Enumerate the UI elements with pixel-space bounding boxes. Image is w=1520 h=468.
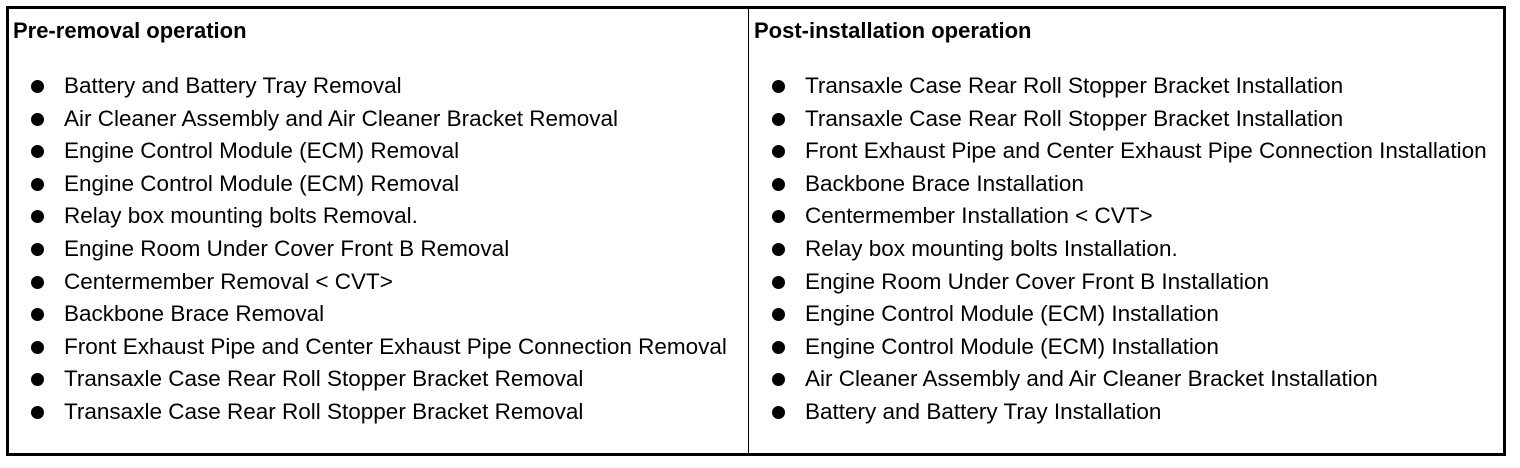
list-item: Engine Control Module (ECM) Installation — [768, 299, 1508, 329]
list-item-text: Relay box mounting bolts Removal. — [64, 203, 418, 229]
list-item: Battery and Battery Tray Installation — [768, 397, 1508, 427]
list-item-text: Front Exhaust Pipe and Center Exhaust Pi… — [805, 138, 1487, 164]
bullet-icon — [772, 242, 785, 256]
bullet-icon — [772, 177, 785, 191]
bullet-icon — [772, 308, 785, 322]
bullet-icon — [772, 112, 785, 126]
list-item: Engine Control Module (ECM) Removal — [27, 169, 737, 199]
list-item-text: Relay box mounting bolts Installation. — [805, 235, 1178, 261]
operations-table: Pre-removal operation Battery and Batter… — [6, 6, 1506, 456]
bullet-icon — [31, 340, 44, 354]
list-item: Air Cleaner Assembly and Air Cleaner Bra… — [27, 104, 737, 134]
list-item: Backbone Brace Removal — [27, 299, 737, 329]
bullet-icon — [772, 210, 785, 224]
pre-removal-list: Battery and Battery Tray Removal Air Cle… — [27, 71, 737, 430]
list-item: Engine Room Under Cover Front B Removal — [27, 234, 737, 264]
list-item: Backbone Brace Installation — [768, 169, 1508, 199]
bullet-icon — [772, 373, 785, 387]
bullet-icon — [772, 275, 785, 289]
list-item-text: Transaxle Case Rear Roll Stopper Bracket… — [64, 398, 584, 424]
post-installation-list: Transaxle Case Rear Roll Stopper Bracket… — [768, 71, 1508, 430]
list-item-text: Engine Control Module (ECM) Installation — [805, 333, 1219, 359]
list-item: Relay box mounting bolts Installation. — [768, 234, 1508, 264]
list-item-text: Battery and Battery Tray Installation — [805, 398, 1162, 424]
list-item: Air Cleaner Assembly and Air Cleaner Bra… — [768, 364, 1508, 394]
list-item: Front Exhaust Pipe and Center Exhaust Pi… — [27, 332, 737, 362]
list-item: Relay box mounting bolts Removal. — [27, 201, 737, 231]
list-item: Engine Control Module (ECM) Installation — [768, 332, 1508, 362]
list-item-text: Air Cleaner Assembly and Air Cleaner Bra… — [805, 366, 1378, 392]
bullet-icon — [772, 405, 785, 419]
list-item: Front Exhaust Pipe and Center Exhaust Pi… — [768, 136, 1508, 166]
list-item: Engine Control Module (ECM) Removal — [27, 136, 737, 166]
list-item-text: Engine Room Under Cover Front B Removal — [64, 235, 510, 261]
list-item-text: Centermember Removal < CVT> — [64, 268, 393, 294]
list-item: Battery and Battery Tray Removal — [27, 71, 737, 101]
list-item: Transaxle Case Rear Roll Stopper Bracket… — [768, 71, 1508, 101]
list-item-text: Air Cleaner Assembly and Air Cleaner Bra… — [64, 105, 618, 131]
bullet-icon — [31, 405, 44, 419]
bullet-icon — [772, 80, 785, 93]
list-item-text: Engine Control Module (ECM) Removal — [64, 138, 460, 164]
bullet-icon — [31, 373, 44, 387]
list-item-text: Engine Room Under Cover Front B Installa… — [805, 268, 1269, 294]
list-item: Transaxle Case Rear Roll Stopper Bracket… — [768, 104, 1508, 134]
pre-removal-column: Pre-removal operation Battery and Batter… — [9, 9, 749, 453]
list-item-text: Backbone Brace Removal — [64, 301, 325, 327]
post-installation-header: Post-installation operation — [754, 18, 1032, 43]
pre-removal-header: Pre-removal operation — [13, 18, 247, 43]
list-item-text: Engine Control Module (ECM) Installation — [805, 301, 1219, 327]
bullet-icon — [31, 275, 44, 289]
list-item-text: Centermember Installation < CVT> — [805, 203, 1153, 229]
bullet-icon — [31, 308, 44, 322]
bullet-icon — [772, 340, 785, 354]
list-item-text: Battery and Battery Tray Removal — [64, 73, 402, 98]
bullet-icon — [31, 80, 44, 93]
bullet-icon — [31, 177, 44, 191]
bullet-icon — [31, 210, 44, 224]
list-item-text: Engine Control Module (ECM) Removal — [64, 170, 460, 196]
bullet-icon — [31, 112, 44, 126]
list-item-text: Backbone Brace Installation — [805, 170, 1084, 196]
bullet-icon — [31, 145, 44, 159]
list-item: Centermember Installation < CVT> — [768, 201, 1508, 231]
list-item-text: Transaxle Case Rear Roll Stopper Bracket… — [805, 73, 1344, 98]
list-item-text: Transaxle Case Rear Roll Stopper Bracket… — [805, 105, 1344, 131]
list-item-text: Front Exhaust Pipe and Center Exhaust Pi… — [64, 333, 727, 359]
list-item: Transaxle Case Rear Roll Stopper Bracket… — [27, 364, 737, 394]
list-item: Transaxle Case Rear Roll Stopper Bracket… — [27, 397, 737, 427]
post-installation-column: Post-installation operation Transaxle Ca… — [749, 9, 1503, 453]
bullet-icon — [31, 242, 44, 256]
list-item-text: Transaxle Case Rear Roll Stopper Bracket… — [64, 366, 584, 392]
list-item: Centermember Removal < CVT> — [27, 267, 737, 297]
bullet-icon — [772, 145, 785, 159]
list-item: Engine Room Under Cover Front B Installa… — [768, 267, 1508, 297]
